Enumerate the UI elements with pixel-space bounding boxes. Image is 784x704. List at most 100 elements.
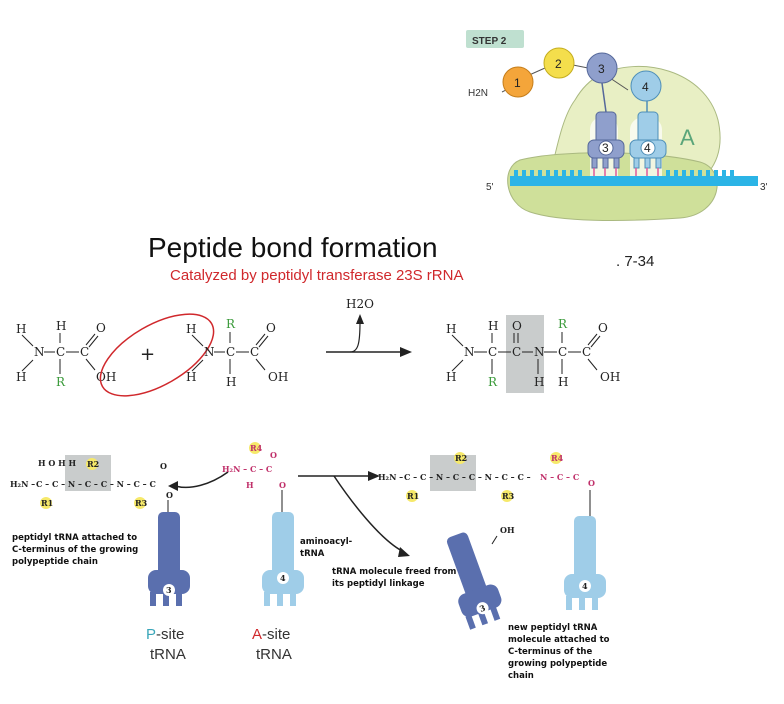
a-site-trna-word: tRNA [256, 646, 292, 663]
aa2-c-alpha: C [226, 345, 235, 359]
a-site-trna: 4 [262, 512, 304, 606]
mrna-bases [514, 170, 734, 176]
right-ester-o: O [588, 478, 595, 488]
dp-o1: O [512, 319, 522, 333]
right-r3: R3 [502, 491, 515, 501]
dp-o2: O [598, 321, 608, 335]
dp-r1: R [488, 375, 498, 389]
new-trna-number: 4 [582, 581, 588, 591]
dp-oh: OH [600, 370, 620, 384]
aa2-c-carbonyl: C [250, 345, 259, 359]
left-r2: R2 [87, 459, 99, 469]
release-arrow [333, 475, 405, 553]
trna-4: 4 [629, 111, 667, 169]
freed-trna-oh: OH [500, 525, 515, 535]
left-r3: R3 [135, 498, 148, 508]
chain-ball-1-label: 1 [514, 76, 521, 90]
right-r1: R1 [407, 491, 419, 501]
aminoacyl-label-line2: tRNA [300, 549, 325, 559]
plus-sign: + [140, 344, 155, 365]
dp-c-carbonyl2: C [582, 345, 591, 359]
aminoacyl-label-line1: aminoacyl- [300, 537, 353, 547]
right-r4: R4 [551, 453, 564, 463]
aa1-h-top-left: H [16, 322, 26, 336]
left-chain-h2n: H₂N – [10, 479, 35, 489]
a-site-rest: -site [262, 626, 290, 643]
aa2-n: N [204, 345, 215, 359]
left-chain-backbone: C – C – N – C – C – N – C – C [36, 479, 156, 489]
aa1-n: N [34, 345, 45, 359]
aa1-h-bottom-left: H [16, 370, 26, 384]
p-site-trna-number: 3 [166, 585, 172, 595]
chain-ball-4-label: 4 [642, 80, 649, 94]
left-r1: R1 [41, 498, 53, 508]
right-chain-new: N – C – C [540, 472, 579, 482]
aa1-bonds [21, 333, 99, 374]
a-site-letter: A [680, 125, 695, 150]
dipeptide-bonds [451, 332, 601, 374]
trna-3-number: 3 [602, 141, 609, 155]
dp-n2: N [534, 345, 545, 359]
new-label-line5: chain [508, 671, 534, 681]
chain-ball-3-label: 3 [598, 62, 605, 76]
a-site-label: A-site [252, 626, 290, 643]
aa2-h-top: H [186, 322, 196, 336]
right-chain-backbone: C – C – N – C – C – N – C – C – [404, 472, 531, 482]
page-title: Peptide bond formation [148, 232, 438, 263]
dp-c-carbonyl1: C [512, 345, 521, 359]
freed-trna: 3 [446, 532, 502, 630]
p-site-letter: P [146, 626, 156, 643]
p-site-trna-word: tRNA [150, 646, 186, 663]
p-site-rest: -site [156, 626, 184, 643]
reaction-equation: H N H H C R C O OH + H N H R C H C O OH [16, 297, 620, 397]
dp-h2: H [446, 370, 456, 384]
new-label-line1: new peptidyl tRNA [508, 623, 598, 633]
trna-4-number: 4 [644, 141, 651, 155]
water-elimination-ellipse [99, 313, 215, 397]
chain-ball-2-label: 2 [555, 57, 562, 71]
aminoacyl-chain: H₂N – C – C [222, 464, 272, 474]
aa1-r: R [56, 375, 66, 389]
water-label: H2O [346, 297, 374, 311]
aa1-c-carbonyl: C [80, 345, 89, 359]
dp-n1: N [464, 345, 475, 359]
peptidyl-label-line2: C-terminus of the growing [12, 545, 138, 555]
aminoacyl-carbonyl-o: O [270, 450, 277, 460]
right-r2: R2 [455, 453, 467, 463]
left-ester-o: O [166, 490, 173, 500]
dp-h-n2: H [534, 375, 544, 389]
dp-c-alpha2: C [558, 345, 567, 359]
new-label-line3: C-terminus of the [508, 647, 592, 657]
figure-ref: . 7-34 [616, 253, 654, 270]
amino-terminus: H2N [468, 88, 488, 99]
aa1-o: O [96, 321, 106, 335]
a-site-trna-number: 4 [280, 573, 286, 583]
aa2-o: O [266, 321, 276, 335]
chain-ball-4 [630, 70, 662, 102]
dp-c-alpha1: C [488, 345, 497, 359]
page-subtitle: Catalyzed by peptidyl transferase 23S rR… [170, 267, 463, 284]
freed-trna-number: 3 [478, 602, 487, 613]
trna-scheme: H₂N – H O H H C – C – N – C – C – N – C … [10, 442, 610, 681]
aa1-h-alpha: H [56, 319, 66, 333]
right-chain-h2n: H₂N – [378, 472, 403, 482]
new-peptidyl-trna: 4 [564, 516, 606, 610]
codon-pairs [593, 168, 659, 176]
reaction-arrowhead [400, 347, 412, 357]
peptidyl-label-line1: peptidyl tRNA attached to [12, 533, 137, 543]
p-site-label: P-site [146, 626, 184, 643]
chain-ball-2 [543, 47, 575, 79]
dp-h-alpha1: H [488, 319, 498, 333]
new-label-line4: growing polypeptide [508, 659, 607, 669]
peptidyl-label-line3: polypeptide chain [12, 557, 98, 567]
p-site-trna: 3 [148, 512, 190, 606]
mrna-strand [510, 176, 758, 186]
aminoacyl-r4: R4 [250, 443, 263, 453]
freed-label-line2: its peptidyl linkage [332, 579, 425, 589]
mrna-5prime-label: 5' [486, 182, 494, 193]
aminoacyl-h: H [246, 480, 254, 490]
aa1-oh: OH [96, 370, 116, 384]
ribosome-step2-diagram: STEP 2 A 5' 3' 3 [466, 30, 768, 221]
